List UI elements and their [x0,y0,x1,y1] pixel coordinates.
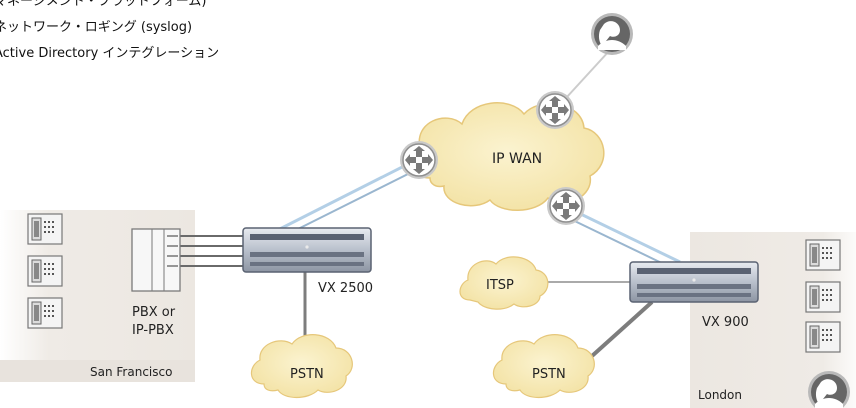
pbx-label-line2: IP-PBX [132,323,174,338]
ip-wan-cloud: IP WAN [409,102,605,211]
router-icon [399,140,439,180]
network-links [180,49,681,358]
router-icon [546,186,586,226]
router-icon [535,90,575,130]
pbx-label-line1: PBX or [132,305,176,320]
ip-phone-icon [805,239,841,271]
vx2500-gateway-device [242,227,372,273]
ip-wan-label: IP WAN [492,151,542,167]
vx900-gateway-device [629,261,759,303]
feature-item-syslog: ネットワーク・ロギング (syslog) [0,20,193,35]
ip-phone-icon [27,297,63,329]
pstn-cloud-right: PSTN [492,334,595,399]
ip-phone-icon [805,281,841,313]
feature-item-management: マネージメント・プラットフォーム) [0,0,207,9]
pstn-label-left: PSTN [290,367,324,382]
pbx-icon [131,228,181,292]
vx900-label: VX 900 [702,315,749,330]
pstn-cloud-left: PSTN [250,334,353,399]
san-francisco-site-footer [0,360,195,382]
site-label-london: London [698,388,742,402]
feature-item-active-directory: Active Directory インテグレーション [0,46,220,61]
ip-phone-icon [805,321,841,353]
itsp-cloud: ITSP [459,256,549,310]
pstn-label-right: PSTN [532,367,566,382]
site-label-san-francisco: San Francisco [90,365,172,379]
vx2500-label: VX 2500 [318,281,373,296]
ip-phone-icon [27,213,63,245]
ip-phone-icon [27,255,63,287]
itsp-label: ITSP [486,278,514,293]
person-phone-icon [591,13,633,55]
